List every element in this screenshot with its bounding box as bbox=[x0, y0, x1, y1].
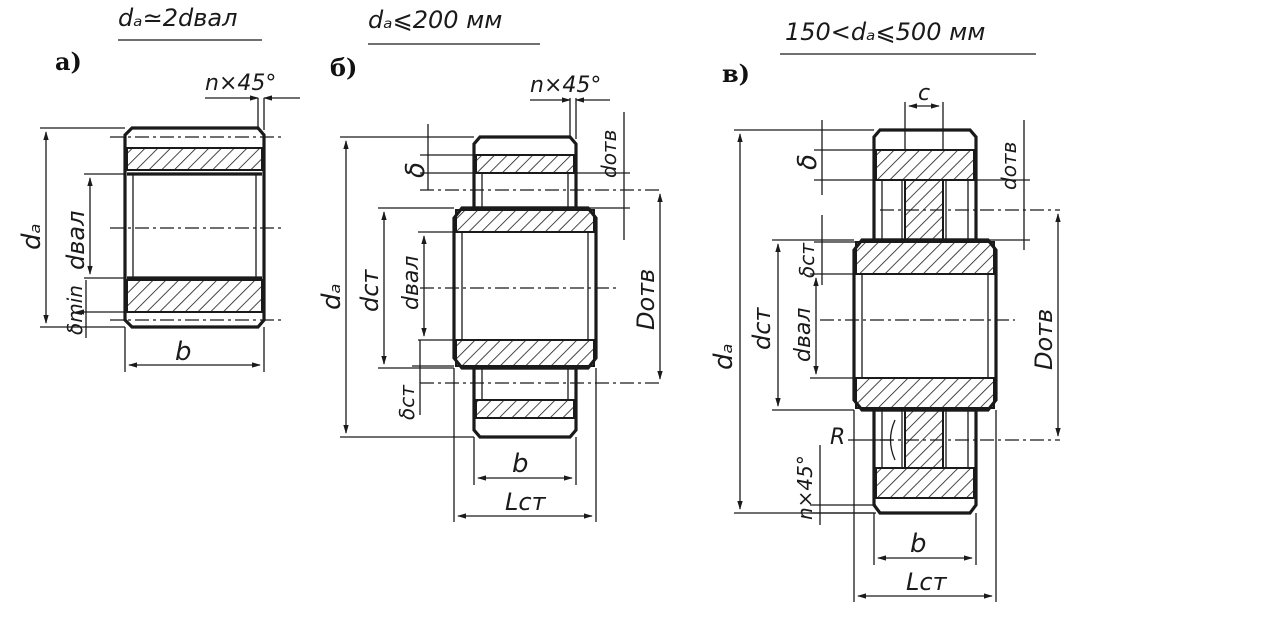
variant-c-Dotv-label: Dотв bbox=[1030, 309, 1058, 370]
variant-c-rim-bottom-section bbox=[875, 467, 975, 499]
variant-a-delta-min-label: δmin bbox=[63, 285, 87, 335]
variant-b-hub-bottom-section bbox=[455, 339, 595, 367]
variant-b-caption: б) bbox=[330, 53, 357, 82]
variant-b-Dotv-label: Dотв bbox=[632, 269, 660, 330]
variant-b-hub-top-section bbox=[455, 209, 595, 233]
variant-b-delta-st-label: δст bbox=[395, 384, 419, 420]
header-c: 150<dₐ⩽500 мм bbox=[780, 18, 1036, 55]
variant-c-web-bottom-pocket-right bbox=[945, 409, 969, 469]
variant-c-delta-st-label: δст bbox=[795, 242, 819, 278]
variant-b-delta-label: δ bbox=[401, 162, 431, 178]
variant-b-rim-bottom bbox=[472, 366, 578, 439]
variant-b-chamfer-label: n×45° bbox=[530, 73, 601, 98]
variant-a: а) dₐ dвал δmin b n bbox=[17, 47, 300, 372]
variant-c-rim-top-section bbox=[875, 149, 975, 181]
variant-b-dotv-label: dотв bbox=[597, 130, 621, 178]
variant-c-web-bottom bbox=[904, 409, 944, 469]
variant-a-outline bbox=[123, 126, 266, 329]
variant-a-bottom-tooth-section bbox=[126, 279, 263, 313]
variant-a-b-label: b bbox=[175, 337, 192, 367]
variant-a-dval-label: dвал bbox=[62, 211, 90, 270]
variant-c-dst-label: dст bbox=[748, 307, 776, 350]
variant-c-R-label: R bbox=[830, 425, 845, 450]
variant-c-web-bottom-pocket-left bbox=[881, 409, 903, 469]
header-b-text: dₐ⩽200 мм bbox=[368, 6, 502, 34]
variant-c-delta-label: δ bbox=[793, 154, 823, 170]
header-a: dₐ≃2dвал bbox=[118, 4, 262, 41]
variant-c-da-label: dₐ bbox=[709, 343, 739, 370]
variant-c-b-label: b bbox=[910, 529, 927, 559]
variant-b-rim-bottom-section bbox=[475, 399, 575, 419]
variant-b-dst-label: dст bbox=[356, 269, 384, 312]
variant-c-chamfer-label: n×45° bbox=[793, 455, 817, 520]
variant-a-top-tooth-section bbox=[126, 147, 263, 171]
variant-a-chamfer-label: n×45° bbox=[205, 71, 276, 96]
variant-b: б) dₐ dст dвал bbox=[317, 53, 663, 522]
header-b: dₐ⩽200 мм bbox=[368, 6, 540, 45]
variant-c-hub-top-section bbox=[855, 241, 995, 275]
header-c-text: 150<dₐ⩽500 мм bbox=[785, 18, 985, 46]
variant-c-c-label: c bbox=[918, 81, 930, 106]
variant-a-da-label: dₐ bbox=[17, 223, 47, 250]
variant-b-da-label: dₐ bbox=[317, 283, 347, 310]
variant-c-dotv-label: dотв bbox=[997, 142, 1021, 190]
variant-c-caption: в) bbox=[722, 59, 750, 88]
variant-c-hub-bottom-section bbox=[855, 377, 995, 409]
header-a-text: dₐ≃2dвал bbox=[118, 4, 237, 32]
variant-c-dval-label: dвал bbox=[791, 308, 816, 362]
variant-b-lst-label: Lст bbox=[505, 488, 547, 516]
variant-c: в) c dₐ dст bbox=[709, 59, 1061, 602]
variant-c-lst-label: Lст bbox=[906, 568, 948, 596]
variant-b-rim-top-section bbox=[475, 154, 575, 174]
variant-a-caption: а) bbox=[55, 47, 82, 76]
variant-b-dval-label: dвал bbox=[399, 256, 424, 310]
variant-b-b-label: b bbox=[512, 449, 529, 479]
